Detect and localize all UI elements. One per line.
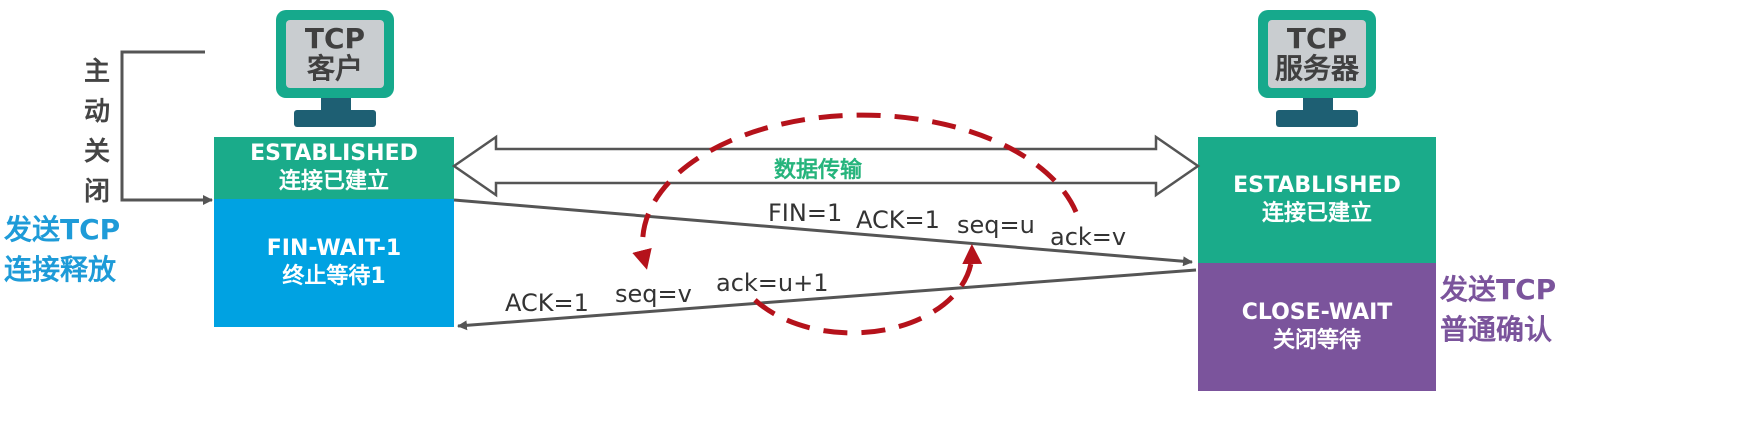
server-side-label-line2: 普通确认 [1440, 313, 1553, 346]
active-close-arrow [120, 50, 213, 205]
client-side-label-line2: 连接释放 [4, 253, 117, 286]
seg1-ack-flag: ACK=1 [856, 206, 940, 234]
server-state-close-wait-en: CLOSE-WAIT [1241, 300, 1393, 325]
data-transfer-label: 数据传输 [774, 158, 863, 183]
server-title-line2: 服务器 [1274, 52, 1359, 85]
server-state-established: ESTABLISHED 连接已建立 [1198, 137, 1436, 263]
client-state-fin-wait-1: FIN-WAIT-1 终止等待1 [214, 199, 454, 327]
server-state-close-wait: CLOSE-WAIT 关闭等待 [1198, 263, 1436, 391]
client-state-established-en: ESTABLISHED [250, 141, 418, 166]
client-state-established: ESTABLISHED 连接已建立 [214, 137, 454, 199]
client-monitor-neck [321, 98, 351, 110]
server-side-label: 发送TCP 普通确认 [1440, 270, 1556, 350]
client-monitor-base [294, 110, 376, 127]
client-state-established-zh: 连接已建立 [278, 169, 389, 194]
seg1-ack-num: ack=v [1050, 223, 1127, 251]
active-close-char-3: 关 [83, 137, 110, 167]
server-state-established-en: ESTABLISHED [1233, 173, 1401, 198]
dashed-circle-arc-1 [632, 112, 1079, 270]
seg2-ack-num: ack=u+1 [716, 269, 829, 297]
seg1-seq: seq=u [957, 211, 1035, 239]
active-close-char-1: 主 [83, 57, 110, 87]
server-side-label-line1: 发送TCP [1440, 273, 1557, 306]
seg2-seq: seq=v [615, 280, 692, 308]
ack-segment-arrow [457, 268, 1197, 331]
seg2-ack-flag: ACK=1 [505, 289, 589, 317]
client-title-line2: 客户 [306, 52, 363, 85]
client-monitor: TCP 客户 [276, 10, 394, 98]
fin-segment-arrow [453, 198, 1193, 267]
active-close-label: 主 动 关 闭 [82, 52, 112, 212]
seg1-fin: FIN=1 [768, 199, 843, 227]
server-state-established-zh: 连接已建立 [1261, 201, 1372, 226]
dashed-circle-arc-2 [753, 244, 983, 336]
server-title-line1: TCP [1286, 22, 1348, 55]
active-close-char-2: 动 [83, 97, 110, 127]
server-state-close-wait-zh: 关闭等待 [1272, 328, 1361, 353]
client-state-fin-wait-en: FIN-WAIT-1 [266, 236, 402, 261]
client-state-fin-wait-zh: 终止等待1 [282, 264, 386, 289]
server-monitor-neck [1303, 98, 1333, 110]
server-monitor-base [1276, 110, 1358, 127]
server-monitor: TCP 服务器 [1258, 10, 1376, 98]
client-title-line1: TCP [304, 22, 366, 55]
client-side-label-line1: 发送TCP [4, 213, 121, 246]
client-side-label: 发送TCP 连接释放 [4, 210, 120, 290]
active-close-char-4: 闭 [83, 177, 110, 207]
